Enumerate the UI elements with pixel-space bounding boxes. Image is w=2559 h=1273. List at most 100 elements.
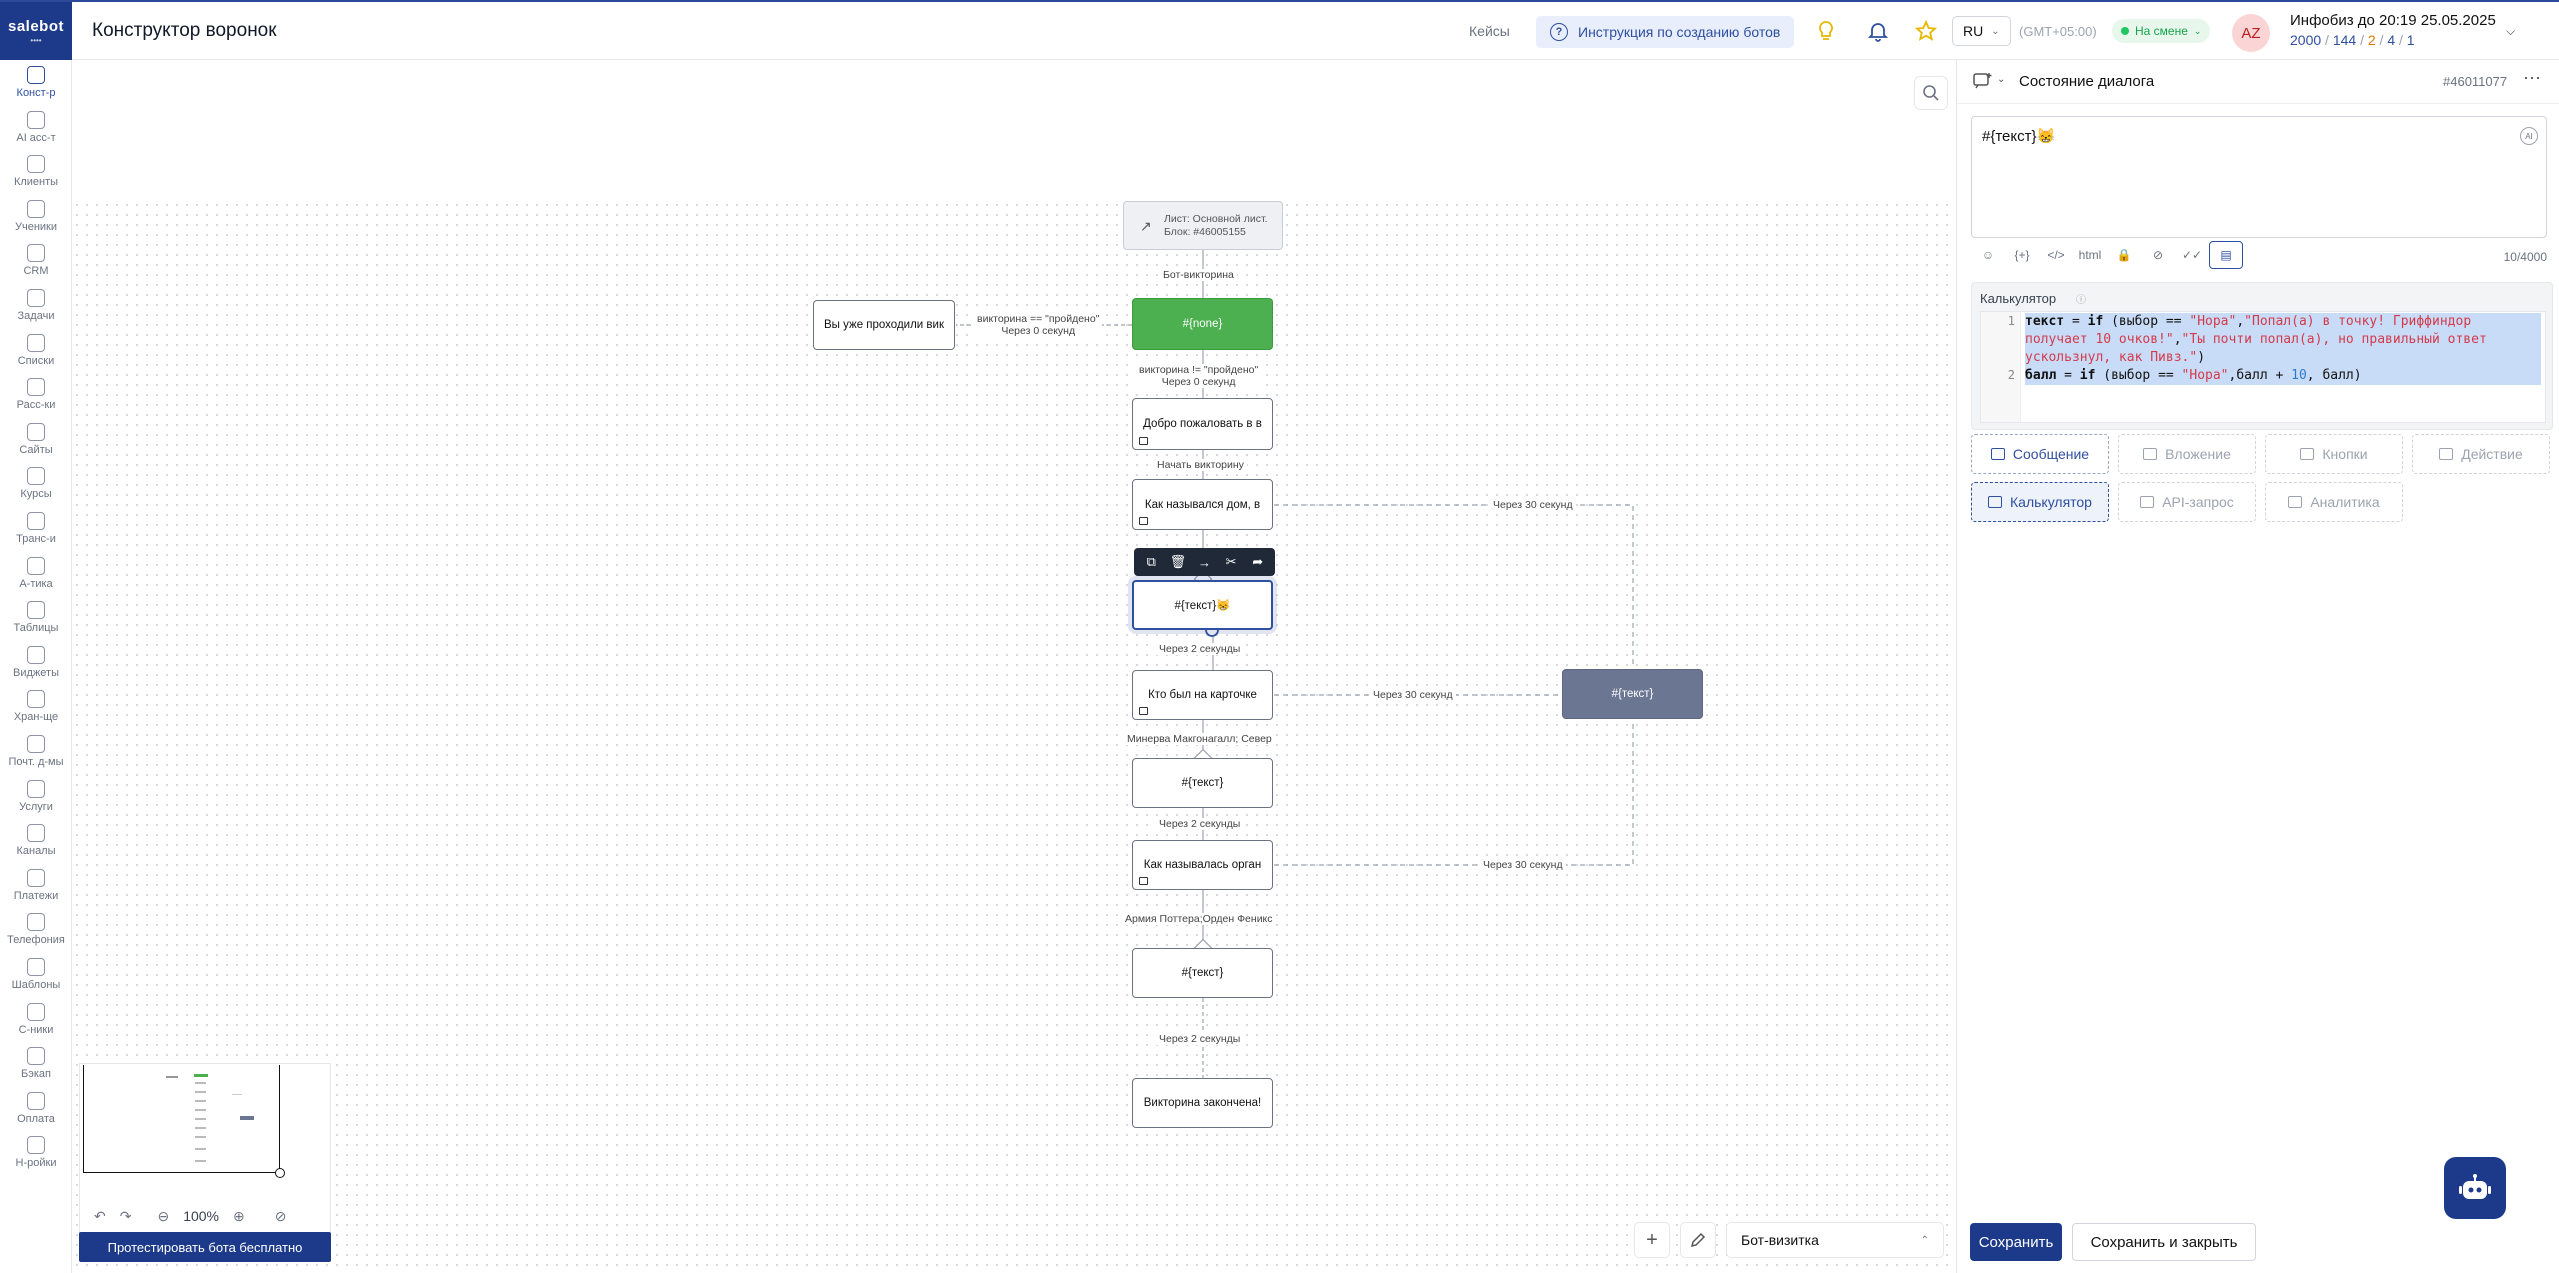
- info-icon[interactable]: ⓘ: [2076, 295, 2086, 306]
- test-bot-button[interactable]: Протестировать бота бесплатно: [79, 1232, 331, 1262]
- emoji-icon[interactable]: ☺: [1981, 248, 1995, 262]
- share-icon[interactable]: ➦: [1252, 554, 1264, 569]
- lock-icon[interactable]: 🔒: [2116, 248, 2132, 262]
- type-label: API-запрос: [2162, 494, 2234, 510]
- bot-select[interactable]: Бот-визитка ⌃: [1726, 1222, 1944, 1258]
- redo-icon[interactable]: ↷: [119, 1207, 132, 1224]
- sidebar-item[interactable]: Сайты: [0, 422, 72, 467]
- minimap[interactable]: ↶ ↷ ⊖ 100% ⊕ ⊘: [79, 1063, 331, 1233]
- sidebar-item[interactable]: Каналы: [0, 824, 72, 868]
- zoom-out-icon[interactable]: ⊖: [157, 1207, 170, 1224]
- search-icon[interactable]: [1914, 76, 1948, 110]
- sidebar-item[interactable]: Задачи: [0, 289, 72, 333]
- sidebar-item-label: CRM: [23, 265, 49, 278]
- funnel-canvas[interactable]: [72, 60, 1956, 1273]
- node-welcome[interactable]: Добро пожаловать в в: [1132, 398, 1273, 450]
- add-block-icon[interactable]: +: [1634, 1222, 1670, 1258]
- shift-status[interactable]: На смене ⌄: [2112, 19, 2211, 43]
- star-icon[interactable]: [1915, 20, 1937, 42]
- sidebar-item[interactable]: Почт. д-мы: [0, 735, 72, 779]
- sidebar-item[interactable]: Расс-ки: [0, 378, 72, 422]
- more-icon[interactable]: ⋯: [2523, 68, 2542, 88]
- arrow-right-icon[interactable]: →: [1197, 554, 1211, 570]
- minimap-viewport[interactable]: [83, 1065, 280, 1173]
- copy-icon[interactable]: ⧉: [1146, 554, 1156, 569]
- sidebar-item[interactable]: Ученики: [0, 199, 72, 244]
- node-text-2[interactable]: #{текст}: [1132, 758, 1273, 808]
- type-calculator-button[interactable]: Калькулятор: [1971, 482, 2109, 522]
- edge-delay: Через 0 секунд: [1001, 325, 1076, 338]
- chevron-down-icon[interactable]: ⌄: [1997, 74, 2006, 85]
- code-gutter: [1981, 312, 2021, 422]
- comment-icon[interactable]: ▤: [2209, 241, 2243, 269]
- sidebar-item[interactable]: Услуги: [0, 779, 72, 824]
- image-icon: [1139, 437, 1148, 445]
- salebot-logo[interactable]: salebot ••••: [0, 2, 72, 60]
- eye-off-icon[interactable]: ⊘: [274, 1207, 287, 1224]
- undo-icon[interactable]: ↶: [94, 1207, 106, 1224]
- sidebar-item[interactable]: Оплата: [0, 1091, 72, 1136]
- sidebar-item[interactable]: Транс-и: [0, 512, 72, 556]
- sheet-block-node[interactable]: ↗ Лист: Основной лист. Блок: #46005155: [1123, 201, 1283, 250]
- sidebar-item-label: Задачи: [17, 310, 55, 322]
- sidebar-item[interactable]: Виджеты: [0, 645, 72, 690]
- quota-counters: 2000 / 144 / 2 / 4 / 1: [2290, 32, 2415, 48]
- ai-icon[interactable]: AI: [2520, 127, 2538, 145]
- node-text-right[interactable]: #{текст}: [1562, 669, 1703, 719]
- sidebar-item[interactable]: AI асс-т: [0, 110, 72, 155]
- sidebar-item[interactable]: Таблицы: [0, 601, 72, 645]
- html-button[interactable]: html: [2078, 248, 2102, 262]
- node-end[interactable]: Викторина закончена!: [1132, 1078, 1273, 1128]
- sidebar-item[interactable]: С-ники: [0, 1002, 72, 1047]
- sidebar-item[interactable]: Телефония: [0, 913, 72, 957]
- plan-info[interactable]: Инфобиз до 20:19 25.05.2025 2000 / 144 /…: [2290, 12, 2496, 48]
- type-buttons-button[interactable]: Кнопки: [2265, 434, 2403, 474]
- calculator-label: Калькулятор: [1980, 291, 2057, 306]
- type-api-button[interactable]: API-запрос: [2118, 482, 2256, 522]
- type-message-button[interactable]: Сообщение: [1971, 434, 2109, 474]
- node-selected-text[interactable]: #{текст}😸: [1132, 580, 1273, 630]
- block-type-icon[interactable]: [1973, 72, 1993, 95]
- save-button[interactable]: Сохранить: [1970, 1223, 2062, 1261]
- pencil-icon[interactable]: [1680, 1222, 1716, 1258]
- message-editor[interactable]: #{текст}😸 AI: [1971, 116, 2547, 238]
- trash-icon[interactable]: 🗑: [1169, 554, 1187, 569]
- bell-icon[interactable]: [1867, 20, 1889, 42]
- variable-icon[interactable]: {+}: [2014, 248, 2030, 262]
- instruction-button[interactable]: ? Инструкция по созданию ботов: [1536, 16, 1795, 48]
- calculator-code-editor[interactable]: 1 2 текст = if (выбор == "Нора","Попал(а…: [1980, 311, 2546, 423]
- scissors-icon[interactable]: ✂: [1225, 554, 1237, 569]
- sidebar-item[interactable]: Конст-р: [0, 66, 72, 110]
- chevron-down-icon[interactable]: ⌵: [2506, 24, 2516, 38]
- cases-link[interactable]: Кейсы: [1469, 23, 1510, 39]
- no-preview-icon[interactable]: ⊘: [2152, 248, 2164, 262]
- sidebar-item[interactable]: Шаблоны: [0, 958, 72, 1002]
- node-question-house[interactable]: Как назывался дом, в: [1132, 479, 1273, 530]
- sidebar-item[interactable]: Бэкап: [0, 1047, 72, 1091]
- sidebar-item[interactable]: А-тика: [0, 556, 72, 601]
- save-and-close-button[interactable]: Сохранить и закрыть: [2072, 1223, 2256, 1261]
- sidebar-item[interactable]: Клиенты: [0, 155, 72, 199]
- node-question-card[interactable]: Кто был на карточке: [1132, 670, 1273, 720]
- node-question-org[interactable]: Как называлась орган: [1132, 840, 1273, 890]
- lightbulb-icon[interactable]: [1815, 20, 1837, 42]
- sidebar-item[interactable]: Платежи: [0, 868, 72, 913]
- minimap-resize-handle[interactable]: [275, 1168, 285, 1178]
- chatbot-icon[interactable]: [2444, 1157, 2506, 1219]
- double-check-icon[interactable]: ✓✓: [2181, 248, 2203, 262]
- sidebar-item[interactable]: Списки: [0, 333, 72, 378]
- node-already-passed[interactable]: Вы уже проходили вик: [813, 300, 955, 350]
- node-text-3[interactable]: #{текст}: [1132, 948, 1273, 998]
- sidebar-item[interactable]: CRM: [0, 244, 72, 288]
- sidebar-item[interactable]: Н-ройки: [0, 1136, 72, 1180]
- code-icon[interactable]: </>: [2047, 248, 2065, 262]
- type-analytics-button[interactable]: Аналитика: [2265, 482, 2403, 522]
- avatar[interactable]: AZ: [2232, 14, 2270, 52]
- type-attachment-button[interactable]: Вложение: [2118, 434, 2256, 474]
- sidebar-item[interactable]: Хран-ще: [0, 690, 72, 734]
- type-action-button[interactable]: Действие: [2412, 434, 2550, 474]
- node-none[interactable]: #{none}: [1132, 298, 1273, 350]
- zoom-in-icon[interactable]: ⊕: [233, 1207, 245, 1224]
- language-select[interactable]: RU ⌄: [1952, 16, 2011, 46]
- sidebar-item[interactable]: Курсы: [0, 467, 72, 511]
